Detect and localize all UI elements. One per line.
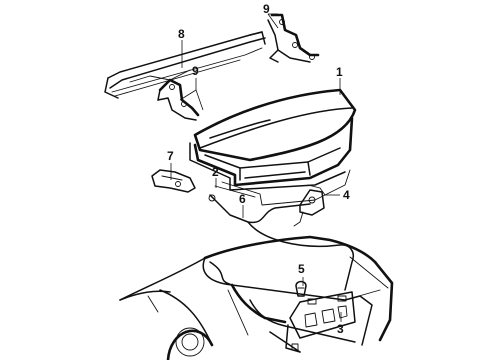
car-rear-body [119,235,394,360]
weatherstrip-seal [189,142,351,206]
trunk-lid [193,88,357,187]
release-handle [151,169,196,193]
callout-1: 1 [336,65,343,79]
trunk-latch [293,184,326,227]
callout-3: 3 [337,322,344,336]
callout-2: 2 [212,165,219,179]
callout-9-right-hinge: 9 [263,2,270,16]
callout-4: 4 [343,188,350,202]
callout-5: 5 [298,262,305,276]
leader-lines [170,13,342,322]
callout-9-left-hinge: 9 [192,64,199,78]
callout-7: 7 [167,149,174,163]
torsion-bar-assembly [104,31,266,99]
hinge-left [157,78,200,121]
hinge-right [267,13,320,63]
release-cable [208,194,354,291]
lock-cylinder [295,280,307,297]
callout-8: 8 [178,27,185,41]
callout-6: 6 [239,192,246,206]
callout-labels: 1 2 3 4 5 6 7 8 9 9 [167,2,350,336]
